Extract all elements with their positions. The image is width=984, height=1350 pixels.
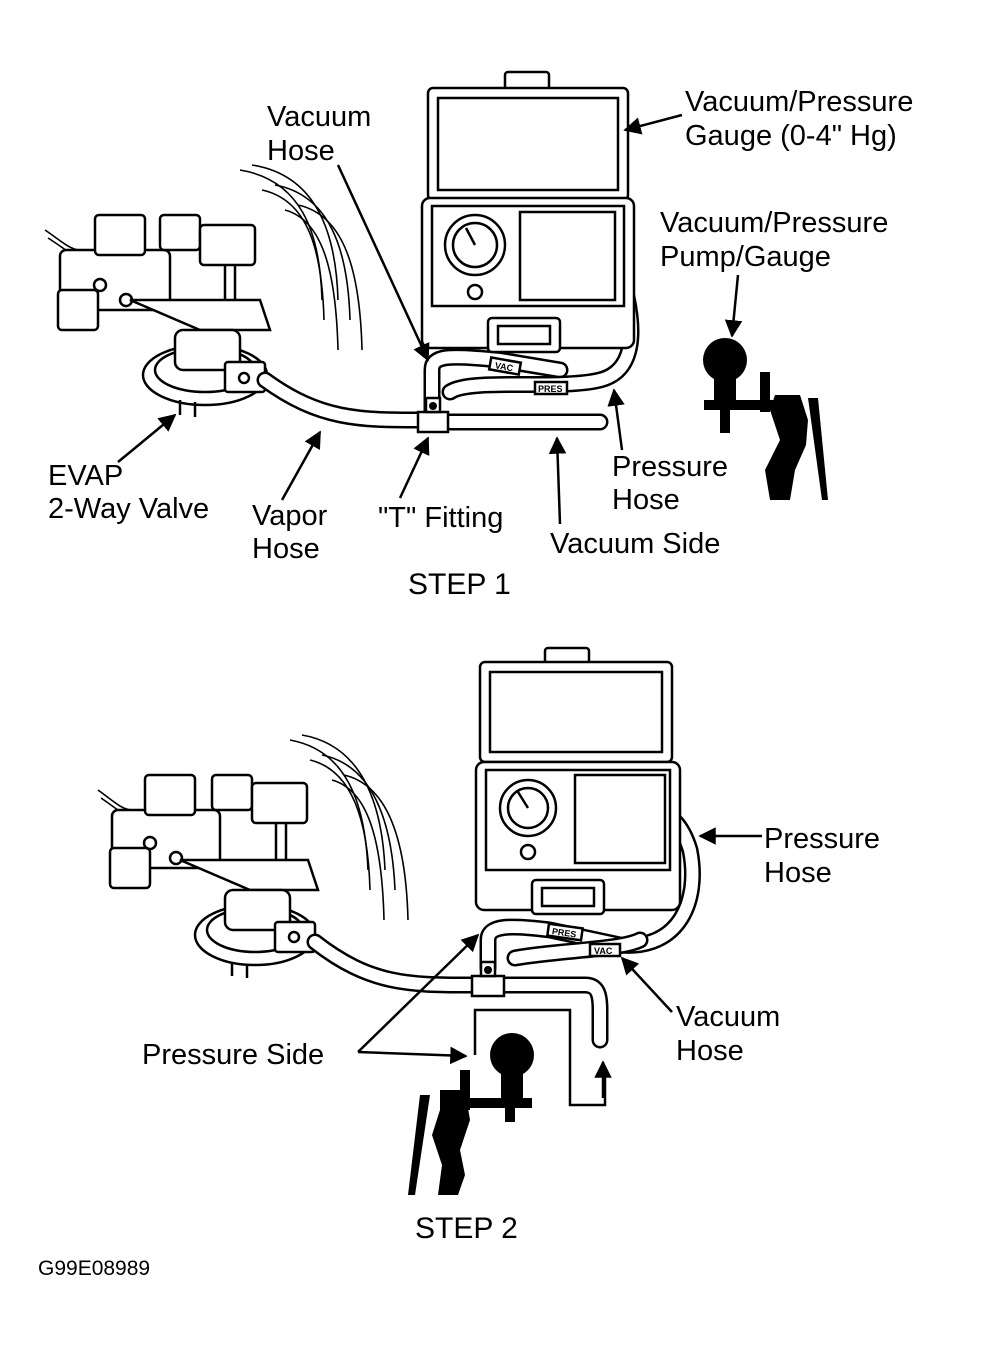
step2-pump: [408, 1008, 607, 1195]
step1-vapor-hose-label-l2: Hose: [252, 533, 320, 565]
step1-pump: [703, 338, 828, 500]
step1-gauge-label-l2: Gauge (0-4" Hg): [685, 120, 897, 152]
step1-gauge-case: [420, 70, 636, 354]
step1-leaders: [117, 113, 743, 525]
step1-evap-label-l2: 2-Way Valve: [48, 493, 209, 525]
step1-evap-valve: [44, 213, 272, 417]
step2-vapor-hose: [306, 933, 479, 994]
step1-pressure-hose-label-l2: Hose: [612, 484, 680, 516]
step2-vacuum-side-hose: [491, 976, 609, 1049]
step2-evap-valve: [97, 773, 320, 978]
step1-vac-tag: VAC: [487, 356, 523, 376]
step1-gauge-label-l1: Vacuum/Pressure: [685, 86, 913, 118]
step1-pres-tag: PRES: [533, 380, 569, 396]
svg-text:PRES: PRES: [551, 926, 577, 939]
step1-title: STEP 1: [408, 568, 511, 601]
step1-vacuum-side-label: Vacuum Side: [550, 528, 720, 560]
step1-vacuum-hose-label-l2: Hose: [267, 135, 335, 167]
step1-t-fitting-label: "T" Fitting: [378, 502, 503, 534]
step2-title: STEP 2: [415, 1212, 518, 1245]
step1-pump-label-l1: Vacuum/Pressure: [660, 207, 888, 239]
step2-pressure-side-label: Pressure Side: [142, 1039, 324, 1071]
step1-vapor-hose: [256, 371, 429, 429]
svg-text:VAC: VAC: [494, 360, 514, 373]
step2-engine-tubes: [289, 734, 409, 921]
step2-pres-tag: PRES: [545, 922, 585, 942]
step1-engine-tubes: [239, 164, 363, 351]
step2-gauge-case: [474, 646, 682, 916]
step2-vacuum-hose-label-l1: Vacuum: [676, 1001, 780, 1033]
step2-vacuum-hose-label-l2: Hose: [676, 1035, 744, 1067]
step1-illustration: VAC PRES: [44, 70, 828, 500]
step1-pump-label-l2: Pump/Gauge: [660, 241, 831, 273]
step1-vacuum-hose-label-l1: Vacuum: [267, 101, 371, 133]
step1-t-fitting: [416, 396, 450, 434]
step1-evap-label-l1: EVAP: [48, 460, 123, 492]
step2-pressure-hose-label-l1: Pressure: [764, 823, 880, 855]
step2-illustration: PRES VAC: [97, 646, 701, 1195]
figure-id: G99E08989: [38, 1257, 150, 1280]
svg-text:VAC: VAC: [594, 946, 613, 956]
svg-text:PRES: PRES: [538, 384, 563, 394]
step2-pressure-hose-label-l2: Hose: [764, 857, 832, 889]
step1-vapor-hose-label-l1: Vapor: [252, 500, 328, 532]
step2-t-fitting: [470, 960, 506, 998]
step2-vacuum-hose: [506, 931, 649, 967]
step1-pressure-hose-label-l1: Pressure: [612, 451, 728, 483]
step2-vac-tag: VAC: [588, 942, 622, 958]
step2-leaders: [357, 827, 762, 1098]
